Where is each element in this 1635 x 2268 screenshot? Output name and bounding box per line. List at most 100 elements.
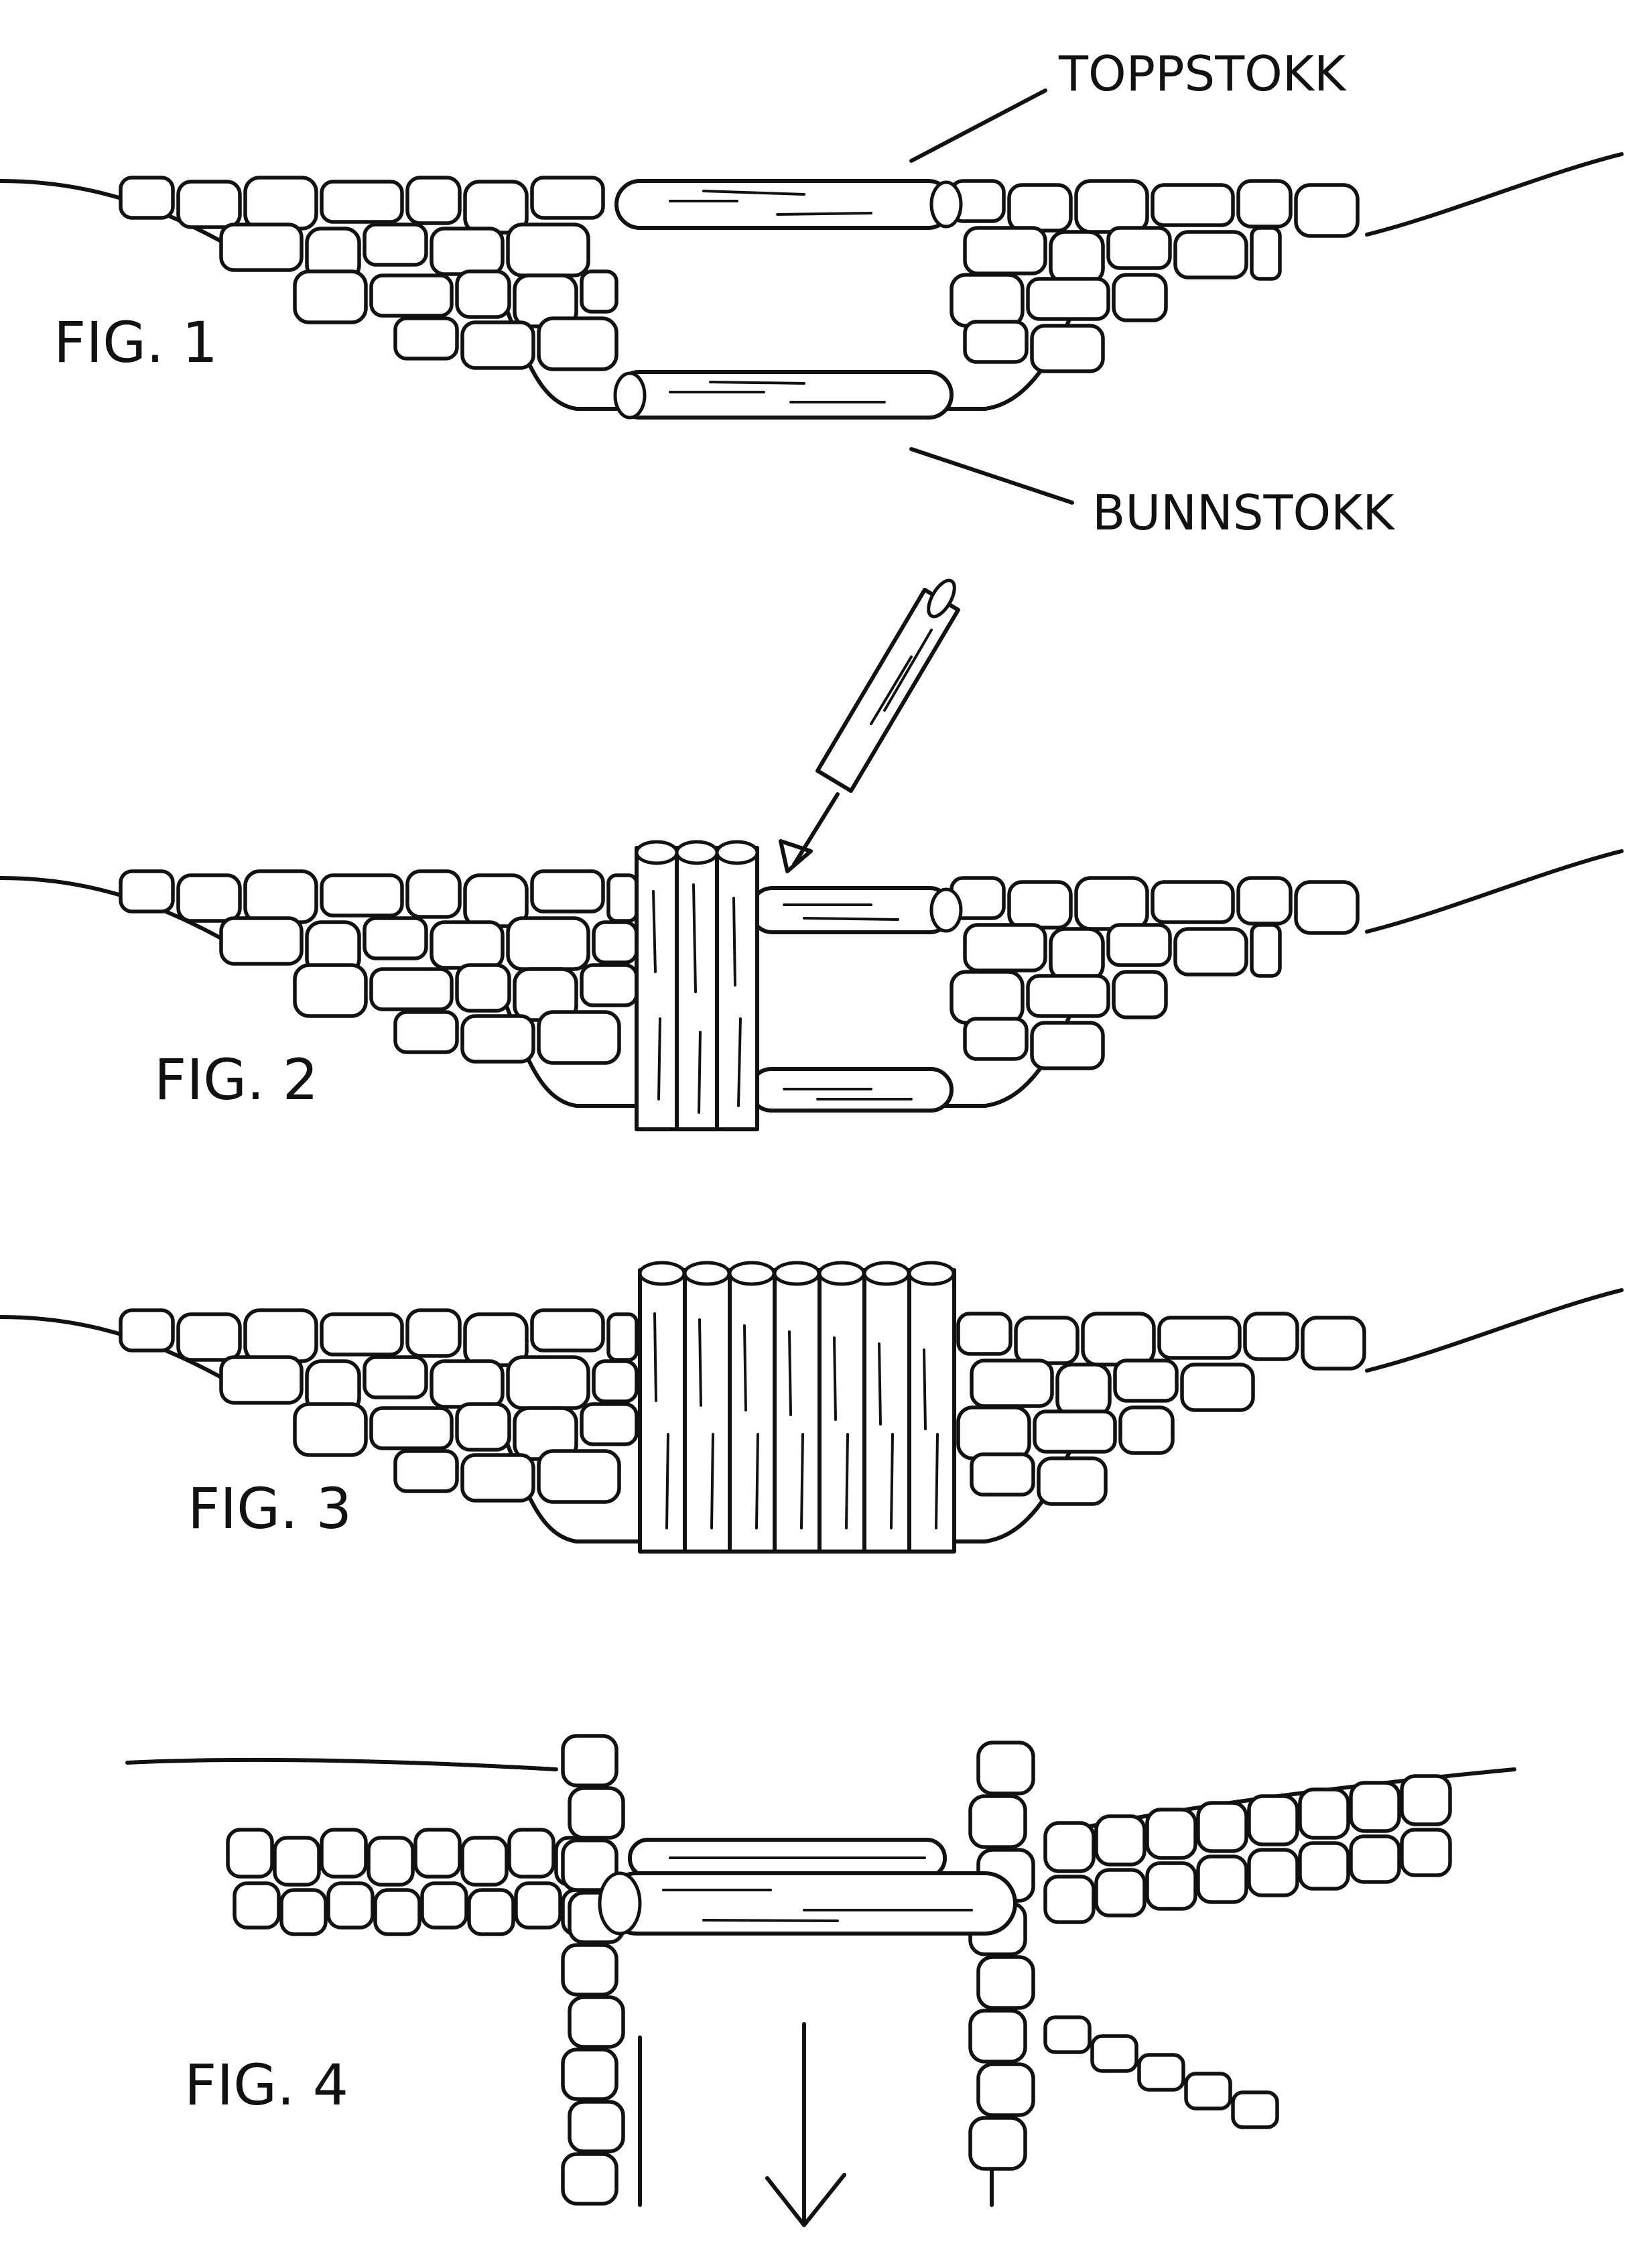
- stone: [455, 1402, 511, 1452]
- stone: [568, 1995, 625, 2049]
- stone: [1173, 927, 1248, 976]
- stone: [1145, 1808, 1197, 1860]
- stone: [430, 227, 505, 276]
- stone: [1400, 1828, 1452, 1877]
- callout-line-top: [909, 88, 1047, 163]
- ground-line-left: [0, 1315, 223, 1379]
- stone: [1081, 1312, 1156, 1367]
- stone: [580, 269, 618, 314]
- stake: [728, 1268, 777, 1554]
- stake: [683, 1268, 732, 1554]
- stone: [1173, 230, 1248, 279]
- stone: [530, 869, 605, 914]
- stone: [176, 180, 242, 229]
- wood-grain: [878, 1342, 894, 1529]
- stone: [233, 1881, 281, 1930]
- stone: [963, 226, 1047, 275]
- stake: [773, 1268, 822, 1554]
- stone: [1400, 1774, 1452, 1826]
- stone: [369, 273, 454, 318]
- stake-end: [907, 1261, 956, 1286]
- callout-line-bottom: [909, 447, 1074, 505]
- stone: [293, 1402, 368, 1457]
- stone: [320, 1828, 368, 1879]
- cross-log-back: [628, 1838, 947, 1879]
- stone: [1184, 2072, 1232, 2110]
- stake-end: [728, 1261, 776, 1286]
- stone: [968, 1794, 1027, 1849]
- flow-arrowhead: [765, 2173, 846, 2227]
- stone: [243, 869, 318, 924]
- bank-line-left: [125, 1757, 558, 1771]
- ground-line-right: [1365, 152, 1624, 237]
- stone: [1151, 183, 1235, 227]
- wood-grain: [743, 1324, 759, 1529]
- stone: [976, 1741, 1035, 1796]
- stone: [393, 1010, 459, 1054]
- stone: [1094, 1814, 1147, 1867]
- stone: [1030, 1021, 1105, 1070]
- stone: [1074, 179, 1149, 234]
- stone: [1349, 1781, 1401, 1833]
- stone: [1113, 1359, 1179, 1403]
- stone-wall-right: [950, 876, 1360, 1070]
- stake: [862, 1268, 911, 1554]
- stake-end: [638, 1261, 686, 1286]
- figure-label: FIG. 3: [188, 1476, 352, 1541]
- stone: [363, 223, 428, 267]
- stone: [537, 1449, 621, 1504]
- stone: [1196, 1854, 1248, 1904]
- stone: [393, 1449, 459, 1493]
- stone: [373, 1888, 421, 1936]
- stone: [592, 1359, 639, 1403]
- stone: [568, 1786, 625, 1840]
- stone: [592, 920, 639, 964]
- stone: [1090, 2034, 1138, 2073]
- stone: [363, 1355, 428, 1399]
- stone: [506, 223, 590, 277]
- stake: [638, 1268, 687, 1554]
- stone: [561, 2152, 618, 2206]
- vertical-stakes: [635, 840, 759, 1131]
- stone: [1055, 1363, 1112, 1418]
- stone: [467, 1888, 515, 1936]
- stone: [1049, 230, 1105, 285]
- stone: [119, 869, 175, 914]
- stone: [326, 1881, 375, 1930]
- stone: [369, 1406, 454, 1450]
- falling-stake: [815, 578, 960, 793]
- stone-wall-left: [119, 176, 618, 371]
- stake-wall: [638, 1261, 956, 1554]
- stone: [1301, 1316, 1366, 1371]
- stone: [956, 1312, 1012, 1356]
- wood-grain: [833, 1336, 849, 1529]
- stone: [320, 873, 404, 918]
- stone: [950, 273, 1025, 328]
- figure-label: FIG. 1: [54, 310, 218, 375]
- stone: [460, 1836, 509, 1887]
- stone: [1236, 179, 1293, 229]
- stone: [976, 1955, 1035, 2010]
- wood-grain: [653, 1312, 669, 1529]
- stake: [907, 1268, 956, 1554]
- label-bunnstokk: BUNNSTOKK: [1092, 485, 1395, 541]
- stone: [963, 923, 1047, 972]
- stone: [1043, 1875, 1096, 1924]
- stone: [243, 176, 318, 231]
- stone: [1043, 1821, 1096, 1873]
- stone: [119, 1308, 175, 1352]
- stone: [219, 916, 304, 966]
- figure-2: FIG. 2: [0, 578, 1624, 1131]
- wood-grain: [923, 1348, 939, 1529]
- stone: [561, 1943, 618, 1997]
- stone: [1014, 1316, 1080, 1365]
- stone: [430, 1359, 505, 1409]
- figure-label: FIG. 4: [184, 2052, 348, 2118]
- stone: [367, 1836, 415, 1887]
- stone: [279, 1888, 328, 1936]
- stone: [1030, 324, 1105, 373]
- stone-wall-right: [956, 1312, 1366, 1506]
- stone: [455, 963, 511, 1013]
- stone: [1247, 1794, 1299, 1846]
